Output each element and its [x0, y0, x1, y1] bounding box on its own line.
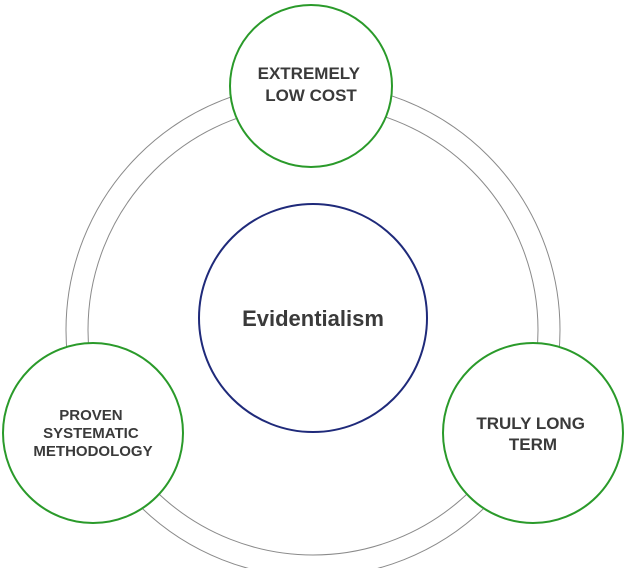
- satellite-label-right-line-2: TERM: [509, 435, 557, 454]
- satellite-label-left: PROVEN SYSTEMATIC METHODOLOGY: [33, 407, 152, 460]
- satellite-label-left-line-1: PROVEN: [59, 407, 122, 424]
- center-label: Evidentialism: [242, 306, 384, 331]
- satellite-label-top-line-2: LOW COST: [265, 86, 357, 105]
- satellite-label-left-line-3: METHODOLOGY: [33, 443, 152, 460]
- satellite-circle-top: [229, 4, 393, 168]
- satellite-label-left-line-2: SYSTEMATIC: [43, 425, 139, 442]
- satellite-label-right: TRULY LONG TERM: [476, 414, 589, 454]
- satellite-label-right-line-1: TRULY LONG: [476, 414, 585, 433]
- satellite-label-top-line-1: EXTREMELY: [258, 64, 361, 83]
- center-circle: [198, 203, 428, 433]
- satellite-label-top: EXTREMELY LOW COST: [258, 64, 365, 105]
- satellite-circle-left: [2, 342, 184, 524]
- satellite-circle-right: [442, 342, 624, 524]
